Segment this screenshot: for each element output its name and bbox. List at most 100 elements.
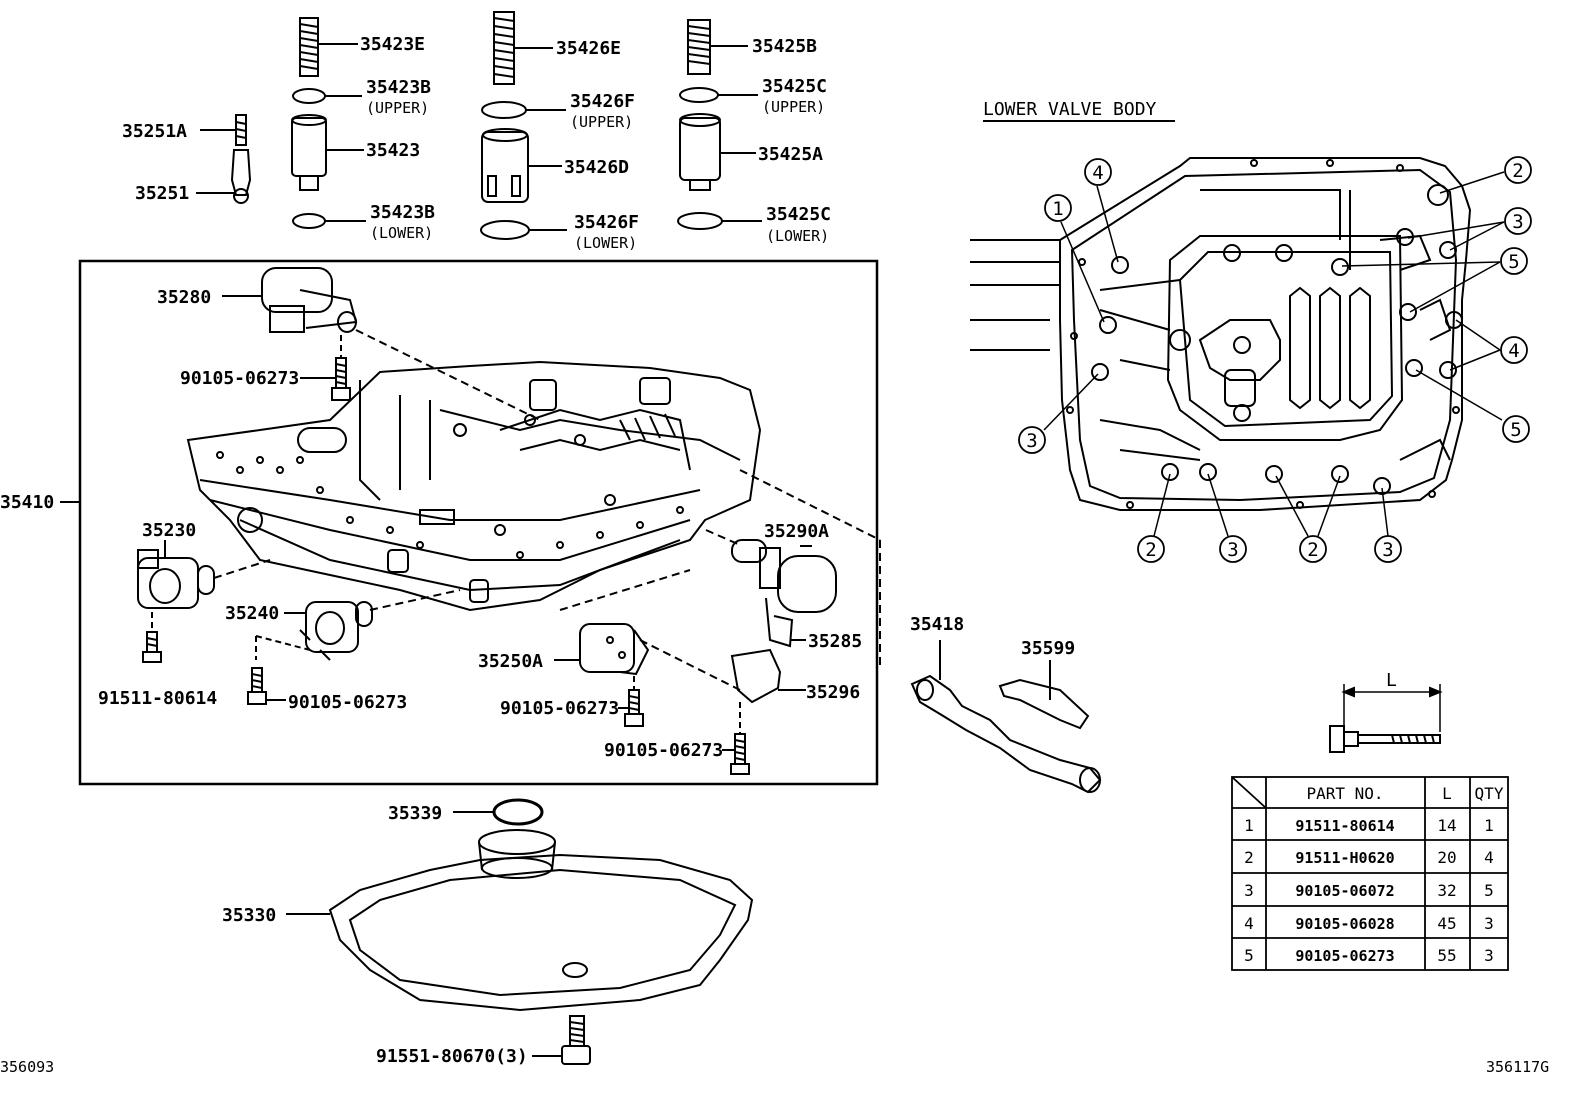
label-35426f-upper: 35426F [570,91,635,112]
label-35423: 35423 [366,140,420,161]
valve-body-35410 [186,360,762,612]
label-90105-a: 90105-06273 [180,368,299,389]
sleeve-35426d [481,128,562,203]
table-cell-l: 14 [1437,816,1456,835]
callout-4-b: 4 [1508,340,1519,362]
bolt-dimension-drawing [1329,684,1443,753]
table-cell-part: 91511-H0620 [1295,849,1394,867]
label-35426f-upper-sub: (UPPER) [570,113,633,131]
figure-code-left: 356093 [0,1058,54,1076]
table-cell-l: 55 [1437,946,1456,965]
label-35251: 35251 [135,183,189,204]
plunger-35251 [196,114,252,204]
label-35296: 35296 [806,682,860,703]
label-35426f-lower: 35426F [574,212,639,233]
label-35230: 35230 [142,520,196,541]
table-cell-l: 45 [1437,914,1456,933]
bolt-table-grid [1231,776,1509,971]
bracket-35285 [765,597,806,648]
table-cell-qty: 5 [1484,881,1494,900]
label-91511: 91511-80614 [98,688,217,709]
oring-35425c-lower [677,212,723,230]
label-35250a: 35250A [478,651,543,672]
part-labels: 35423E 35426E 35425B 35423B (UPPER) 3542… [0,34,1549,1076]
bolt-90105-c [618,689,644,727]
callout-2-a: 2 [1512,160,1523,182]
label-35599: 35599 [1021,638,1075,659]
label-35425c-lower-sub: (LOWER) [766,227,829,245]
oring-35339 [492,798,544,826]
table-cell-qty: 4 [1484,848,1494,867]
lower-valve-body-title: LOWER VALVE BODY [983,99,1157,120]
callout-3-b: 3 [1512,211,1523,233]
table-cell-no: 2 [1244,848,1254,867]
callout-5-a: 5 [1508,251,1519,273]
bolt-90105-d [722,733,750,775]
label-35339: 35339 [388,803,442,824]
label-35251a: 35251A [122,121,187,142]
spring-35423e [299,17,358,77]
bolt-90105-a [300,357,351,401]
label-35426f-lower-sub: (LOWER) [574,234,637,252]
solenoid-35290a [731,539,837,613]
table-cell-l: 32 [1437,881,1456,900]
callout-5-b: 5 [1510,419,1521,441]
table-cell-qty: 1 [1484,816,1494,835]
valve-body-assembly-frame [78,259,879,786]
callout-1: 1 [1052,198,1063,220]
shaft-35418 [910,640,1102,794]
callout-3-c: 3 [1227,539,1238,561]
solenoid-35230 [137,540,215,609]
label-35280: 35280 [157,287,211,308]
oring-35423b-upper [292,88,326,104]
label-90105-b: 90105-06273 [288,692,407,713]
table-cell-part: 90105-06273 [1295,947,1394,965]
table-header-l: L [1442,784,1452,803]
label-35290a: 35290A [764,521,829,542]
label-35418: 35418 [910,614,964,635]
callout-numbers: 4 1 3 2 3 5 4 5 2 3 2 3 [1026,160,1523,561]
label-35240: 35240 [225,603,279,624]
spring-35425b [687,19,748,75]
bolt-90105-b [247,667,286,705]
oil-pan-35330 [286,829,754,1012]
figure-code-right: 356117G [1486,1058,1549,1076]
sleeve-35423 [291,114,364,191]
table-cell-no: 5 [1244,946,1254,965]
label-91551: 91551-80670(3) [376,1046,528,1067]
label-35426d: 35426D [564,157,629,178]
callout-4-a: 4 [1092,162,1103,184]
label-35330: 35330 [222,905,276,926]
sleeve-35425a [679,113,756,191]
label-35423b-upper-sub: (UPPER) [366,99,429,117]
label-35285: 35285 [808,631,862,652]
label-35410: 35410 [0,492,54,513]
callout-3-d: 3 [1382,539,1393,561]
table-cell-qty: 3 [1484,946,1494,965]
callout-2-b: 2 [1145,539,1156,561]
table-cell-part: 91511-80614 [1295,817,1394,835]
label-35423b-lower-sub: (LOWER) [370,224,433,242]
label-35423e: 35423E [360,34,425,55]
bolt-91511 [142,631,162,663]
plate-35296 [730,648,806,704]
label-35423b-lower: 35423B [370,202,435,223]
table-cell-part: 90105-06028 [1295,915,1394,933]
table-cell-l: 20 [1437,848,1456,867]
bolt-length-label: L [1386,670,1397,691]
label-35425b: 35425B [752,36,817,57]
label-35425c-lower: 35425C [766,204,831,225]
callout-2-c: 2 [1307,539,1318,561]
bolt-91551 [532,1015,591,1065]
spring-35426e [493,11,553,85]
label-35425a: 35425A [758,144,823,165]
oring-35426f-lower [480,220,530,240]
plate-35599 [998,660,1090,730]
callout-3-a: 3 [1026,430,1037,452]
table-cell-qty: 3 [1484,914,1494,933]
table-header-qty: QTY [1475,784,1504,803]
table-cell-part: 90105-06072 [1295,882,1394,900]
oring-35423b-lower [292,213,326,229]
label-35425c-upper: 35425C [762,76,827,97]
